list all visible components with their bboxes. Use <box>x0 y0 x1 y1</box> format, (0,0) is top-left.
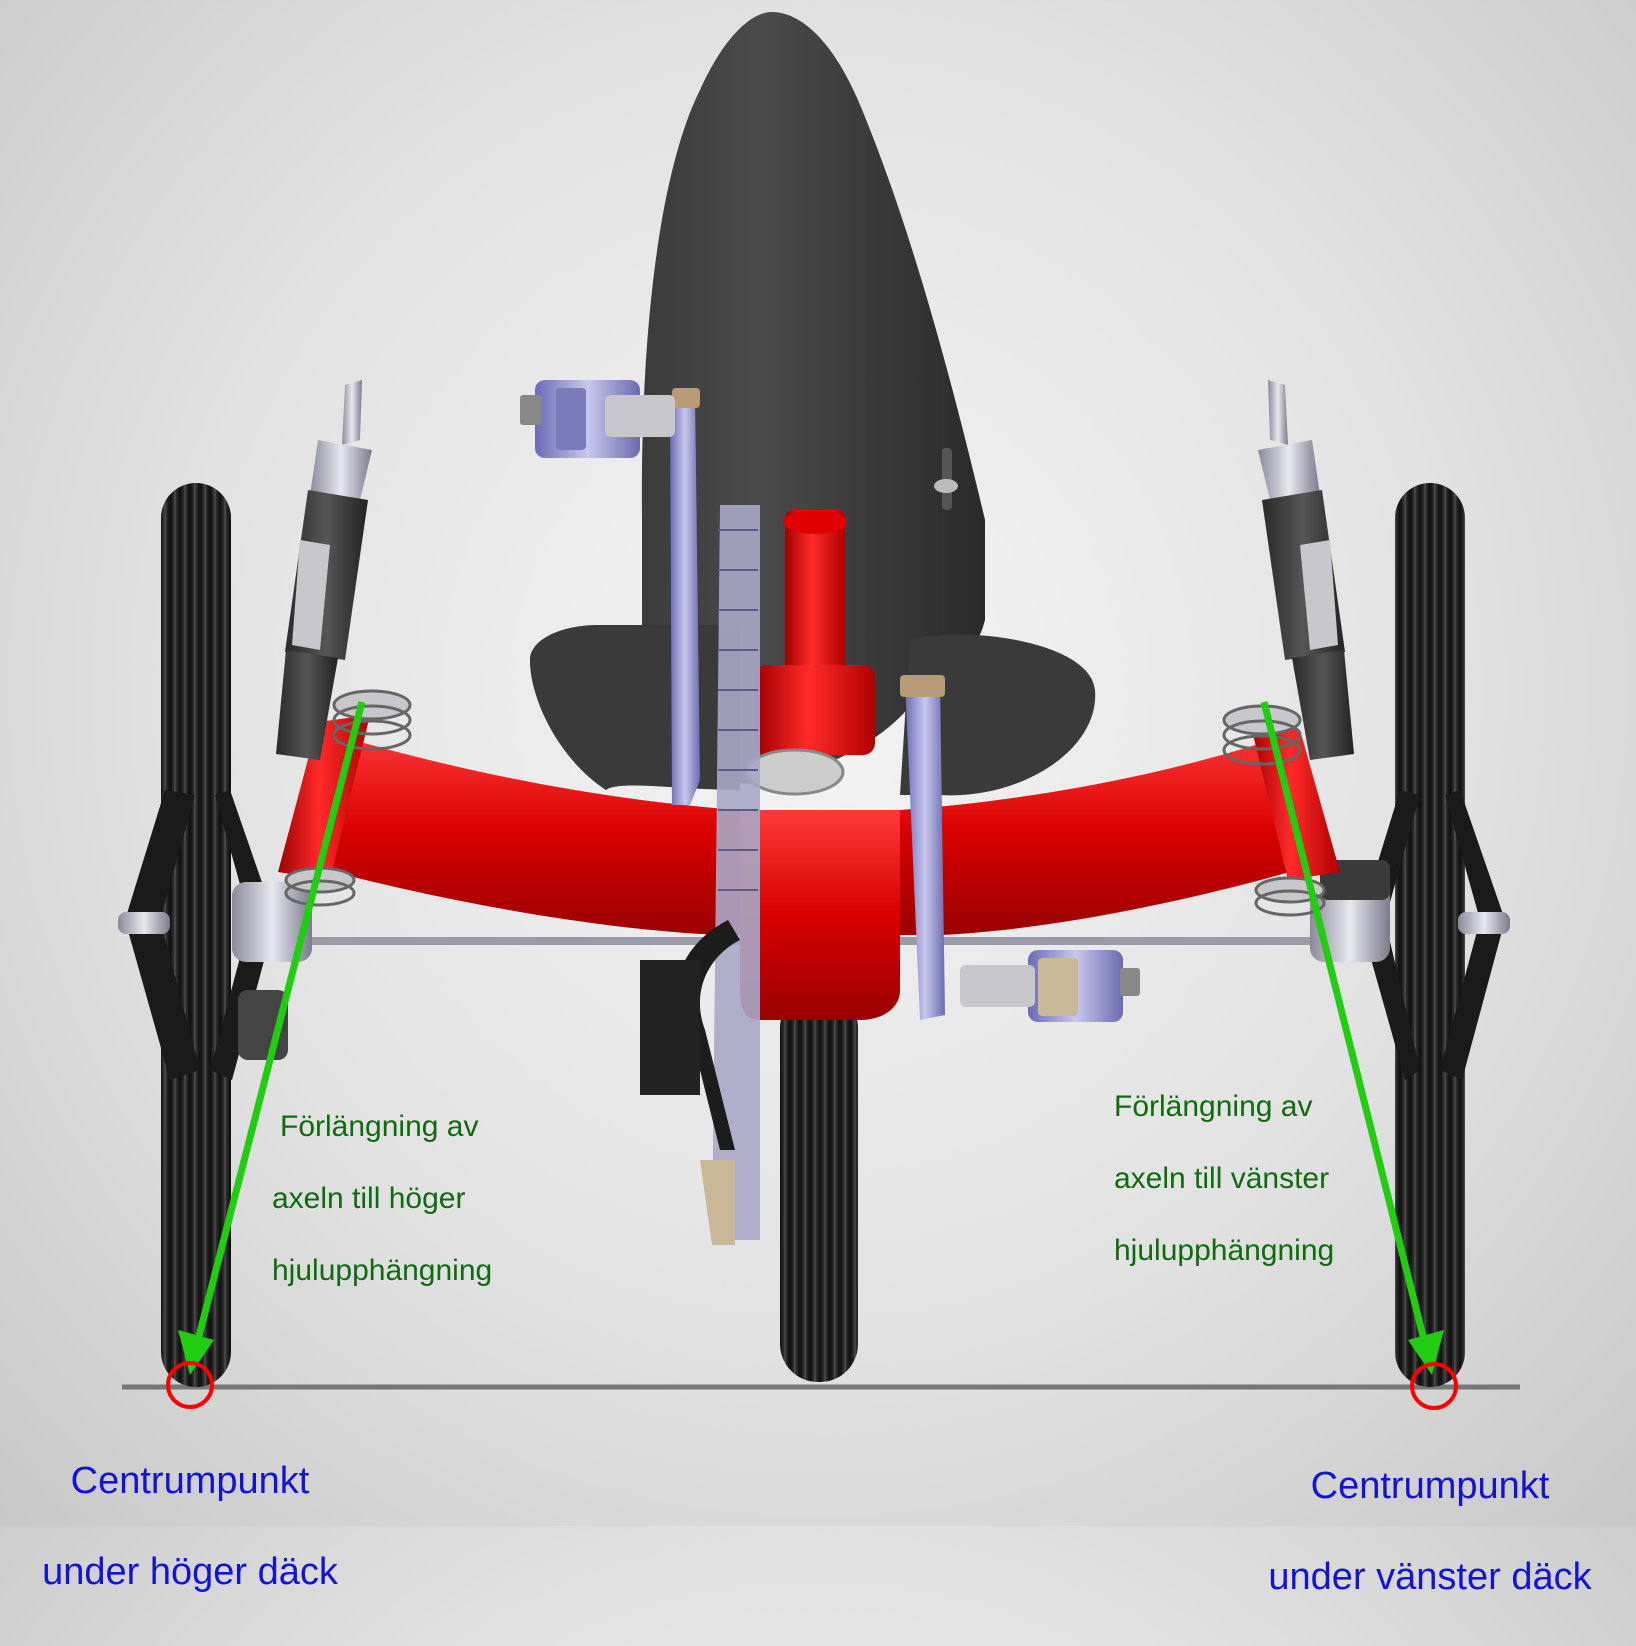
right-pedal <box>520 380 675 458</box>
right-center-point-label: Centrumpunkt under höger däck <box>20 1413 360 1641</box>
left-center-point-marker <box>1410 1362 1458 1410</box>
left-center-point-label: Centrumpunkt under vänster däck <box>1245 1418 1615 1646</box>
left-pedal <box>960 950 1140 1022</box>
right-handlebar <box>276 380 372 760</box>
spring-right <box>284 689 412 907</box>
right-axle-extension-line-3: hjulupphängning <box>272 1254 493 1287</box>
left-center-point-line-2: under vänster däck <box>1268 1555 1592 1598</box>
right-axle-extension-line-1: Förlängning av <box>280 1110 479 1143</box>
right-center-point-marker <box>166 1361 214 1409</box>
left-axle-extension-label: Förlängning av axeln till vänster hjulup… <box>1114 1053 1384 1305</box>
trike-front-view-illustration <box>118 12 1520 1410</box>
spring-left <box>1222 704 1326 917</box>
crankset <box>640 388 945 1245</box>
right-center-point-line-1: Centrumpunkt <box>70 1459 310 1502</box>
left-axle-extension-line-2: axeln till vänster <box>1114 1162 1330 1195</box>
left-wheel <box>1360 483 1505 1387</box>
front-wheel <box>780 990 858 1382</box>
red-frame <box>278 510 1340 1020</box>
left-center-point-line-1: Centrumpunkt <box>1310 1464 1550 1507</box>
left-handlebar <box>1258 380 1354 760</box>
left-axle-extension-line-1: Förlängning av <box>1114 1090 1313 1123</box>
right-axle-extension-line-2: axeln till höger <box>272 1182 466 1215</box>
right-axle-extension-label: Förlängning av axeln till höger hjulupph… <box>272 1073 532 1325</box>
left-axle-extension-line-3: hjulupphängning <box>1114 1234 1335 1267</box>
right-center-point-line-2: under höger däck <box>42 1550 338 1593</box>
